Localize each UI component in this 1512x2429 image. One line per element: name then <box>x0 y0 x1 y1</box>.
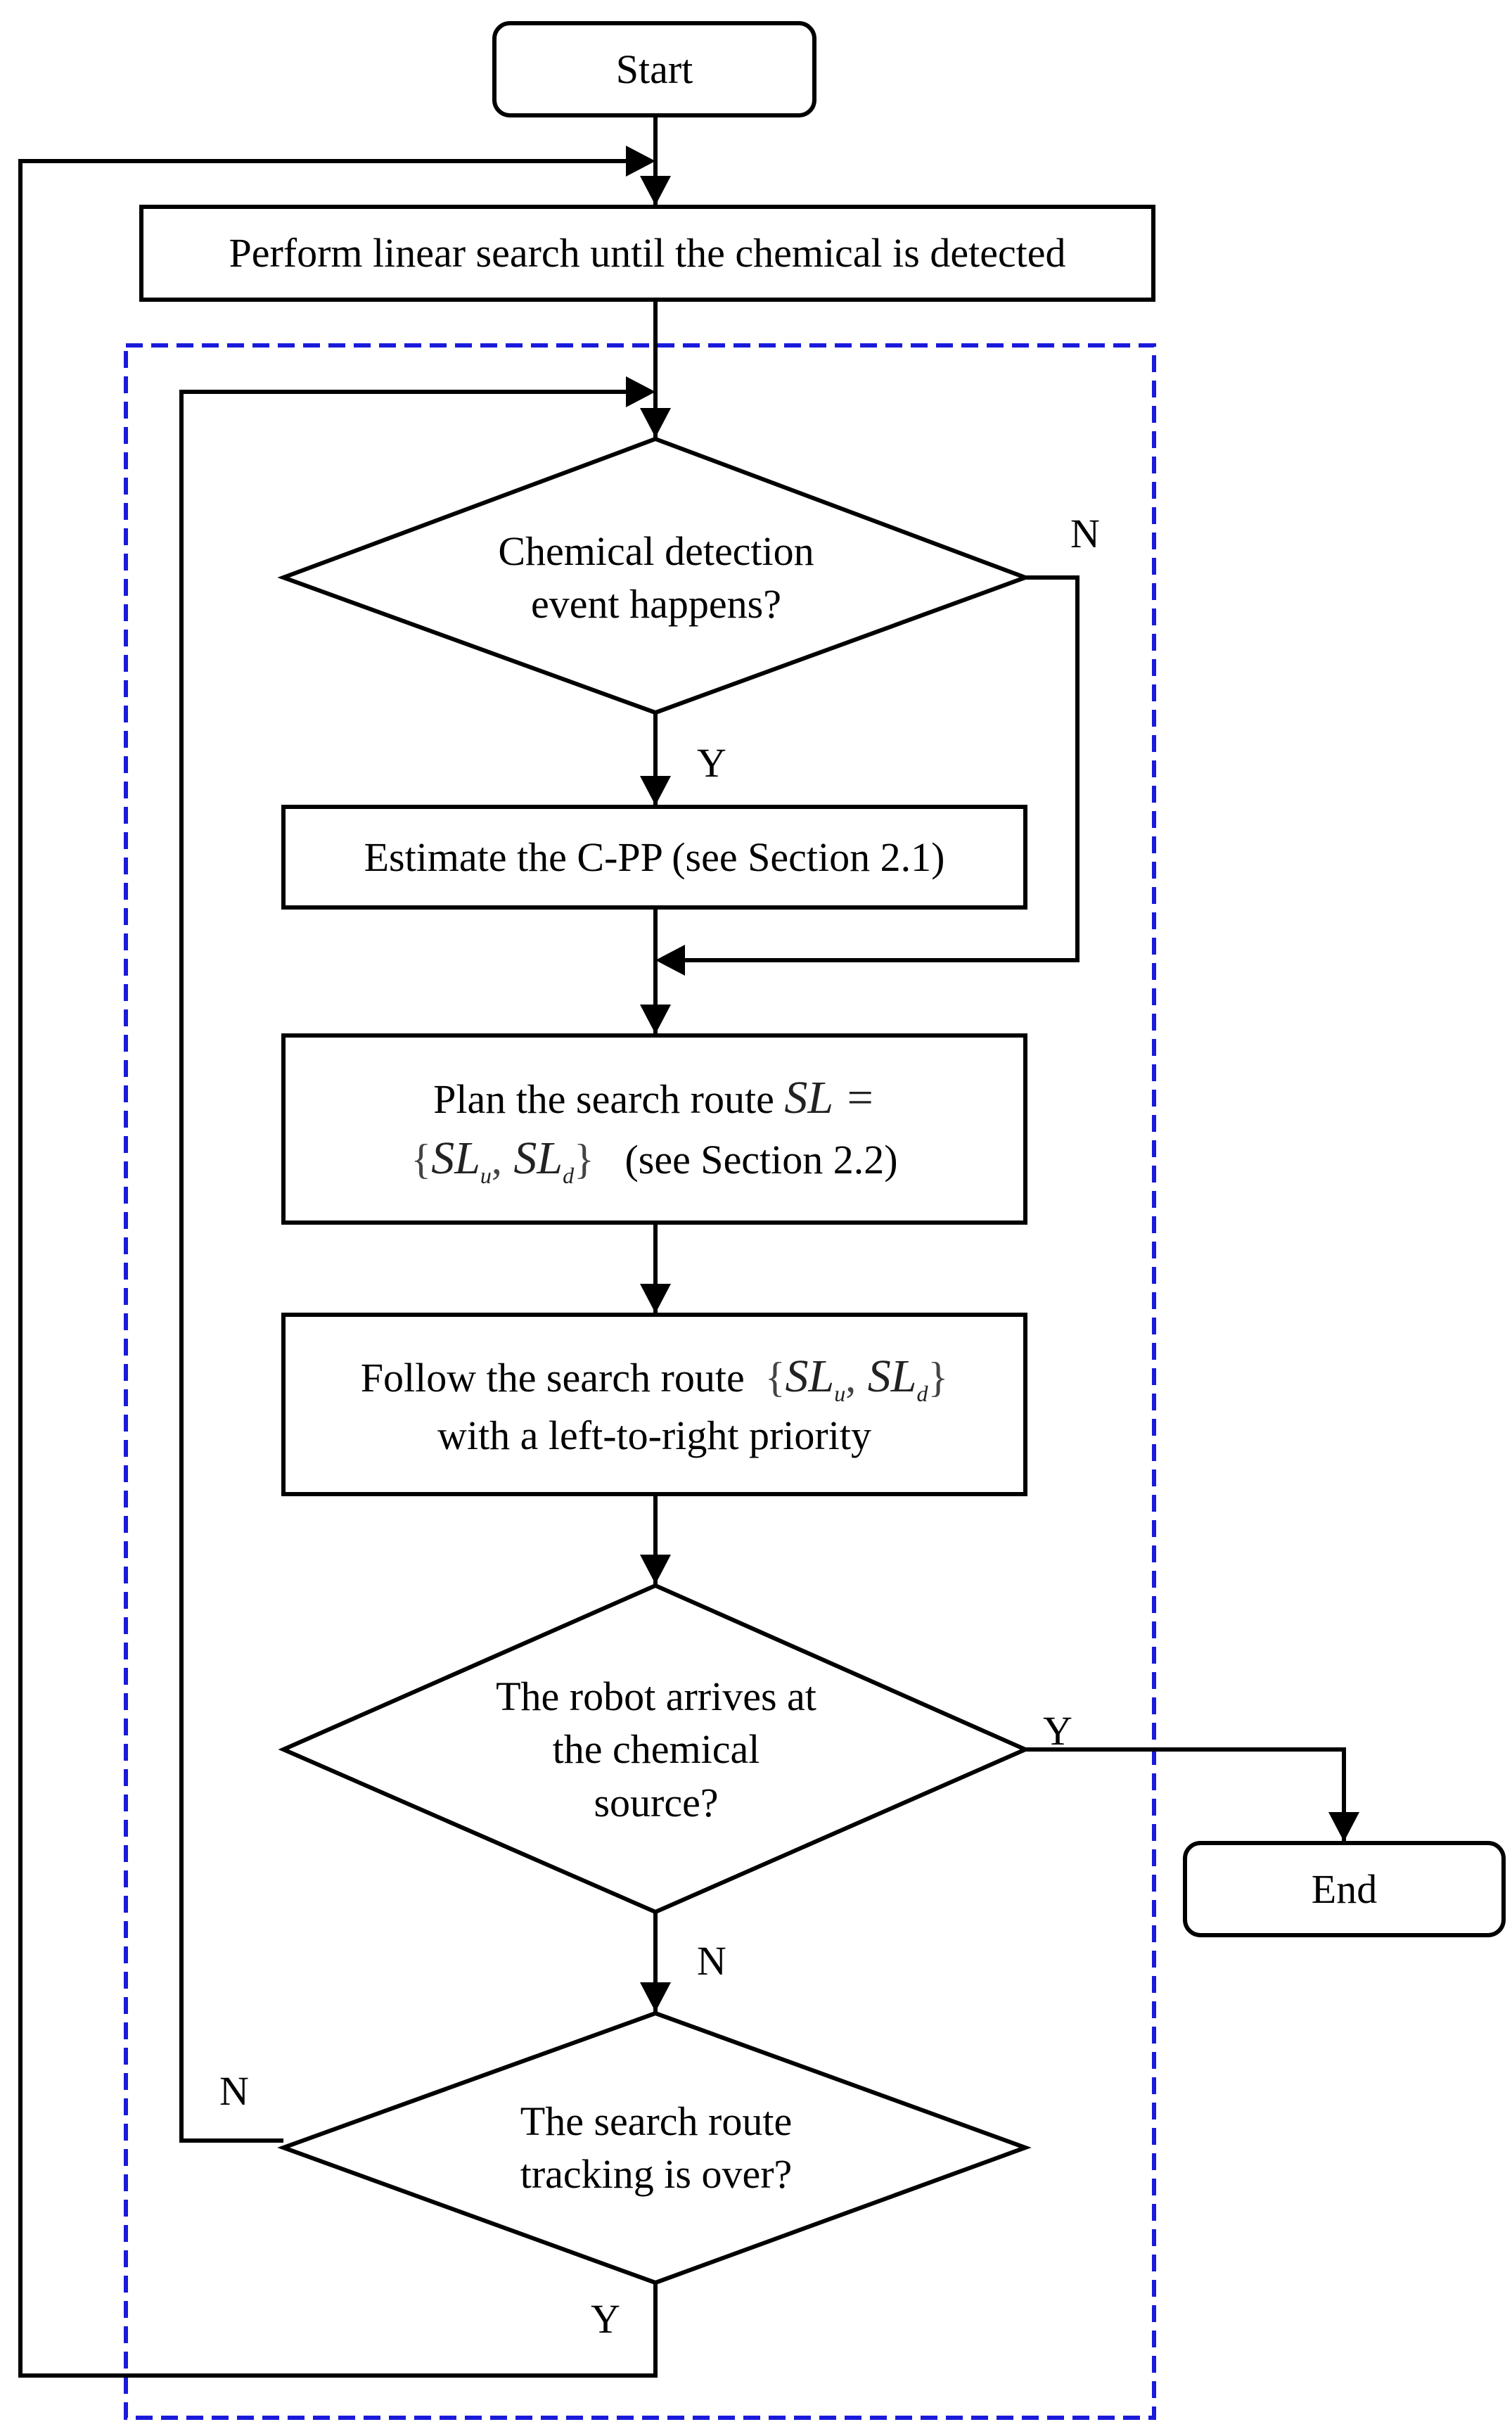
end-label: End <box>1311 1866 1378 1912</box>
tracking-label-line2: tracking is over? <box>520 2151 793 2197</box>
arrive-yes-label: Y <box>1043 1708 1072 1754</box>
estimate-label: Estimate the C-PP (see Section 2.1) <box>364 834 945 880</box>
arrowhead-arrive <box>640 1555 671 1584</box>
arrowhead-merge <box>655 945 685 976</box>
tracking-decision: The search route tracking is over? <box>410 2077 902 2218</box>
plan-set-b: SL <box>513 1132 563 1184</box>
arrowhead-detect-entry <box>640 408 671 438</box>
follow-set-b-sub: d <box>916 1381 928 1407</box>
linear-search-label: Perform linear search until the chemical… <box>229 230 1066 276</box>
tracking-yes-label: Y <box>591 2296 620 2342</box>
plan-set-a: SL <box>431 1132 480 1184</box>
plan-line2: {SLu, SLd} (see Section 2.2) <box>411 1128 897 1191</box>
detect-decision: Chemical detection event happens? <box>410 507 902 648</box>
end-node-shape <box>1183 1841 1506 1937</box>
arrive-label-line2: the chemical <box>552 1726 760 1773</box>
plan-line1: Plan the search route SL = <box>433 1068 876 1128</box>
arrowhead-follow <box>640 1284 671 1313</box>
linear-search-box: Perform linear search until the chemical… <box>141 207 1153 300</box>
arrowhead-end <box>1328 1812 1359 1842</box>
start-label: Start <box>615 46 693 92</box>
plan-set-close: } <box>574 1135 594 1182</box>
loop-region-border <box>124 343 1156 2420</box>
follow-set-close: } <box>928 1354 949 1401</box>
follow-line1-text: Follow the search route <box>360 1355 745 1401</box>
edge-inner-loop-line <box>179 390 633 2143</box>
arrowhead-plan <box>640 1005 671 1034</box>
plan-sl-formula: SL = <box>784 1071 876 1123</box>
follow-set-a-sub: u <box>834 1381 846 1407</box>
estimate-box: Estimate the C-PP (see Section 2.1) <box>283 807 1025 907</box>
edge-detect-no-line <box>679 575 1079 962</box>
arrive-decision: The robot arrives at the chemical source… <box>410 1658 902 1841</box>
tracking-label-line1: The search route <box>520 2098 793 2144</box>
follow-set-formula: {SLu, SLd} <box>764 1351 949 1406</box>
plan-line2-text: (see Section 2.2) <box>624 1136 898 1182</box>
edge-arrive-yes-line <box>1025 1747 1346 1842</box>
linear-search-box-shape <box>139 205 1155 302</box>
plan-set-sep: , <box>491 1135 502 1182</box>
plan-line1-text: Plan the search route <box>433 1076 774 1122</box>
detect-no-label: N <box>1070 511 1100 556</box>
detect-yes-label: Y <box>697 740 726 786</box>
detect-label-line2: event happens? <box>531 581 781 627</box>
tracking-no-label: N <box>219 2068 249 2114</box>
arrowhead-outer-loop <box>626 146 655 177</box>
plan-box: Plan the search route SL = {SLu, SLd} (s… <box>283 1035 1025 1223</box>
arrive-label-line3: source? <box>594 1779 719 1825</box>
plan-set-b-sub: d <box>563 1162 575 1188</box>
follow-set-sep: , <box>845 1354 857 1401</box>
follow-line1: Follow the search route {SLu, SLd} <box>361 1346 949 1409</box>
follow-line2-text: with a left-to-right priority <box>437 1413 871 1459</box>
detect-label-line1: Chemical detection <box>498 528 814 574</box>
arrowhead-start <box>640 176 671 205</box>
arrowhead-estimate <box>640 776 671 805</box>
follow-set-open: { <box>764 1354 786 1401</box>
plan-set-formula: {SLu, SLd} <box>411 1132 594 1188</box>
follow-set-a: SL <box>785 1351 835 1403</box>
arrowhead-inner-loop <box>626 376 655 407</box>
edge-outer-loop-line <box>18 159 658 2378</box>
follow-set-b: SL <box>867 1351 917 1403</box>
plan-set-open: { <box>411 1135 432 1182</box>
arrive-no-label: N <box>697 1938 726 1984</box>
end-node: End <box>1185 1843 1504 1935</box>
plan-set-a-sub: u <box>480 1162 492 1188</box>
arrive-label-line1: The robot arrives at <box>496 1673 816 1719</box>
arrowhead-tracking <box>640 1982 671 2012</box>
start-node: Start <box>494 23 814 115</box>
plan-box-shape <box>281 1033 1027 1225</box>
estimate-box-shape <box>281 805 1027 910</box>
follow-box: Follow the search route {SLu, SLd} with … <box>283 1315 1025 1494</box>
